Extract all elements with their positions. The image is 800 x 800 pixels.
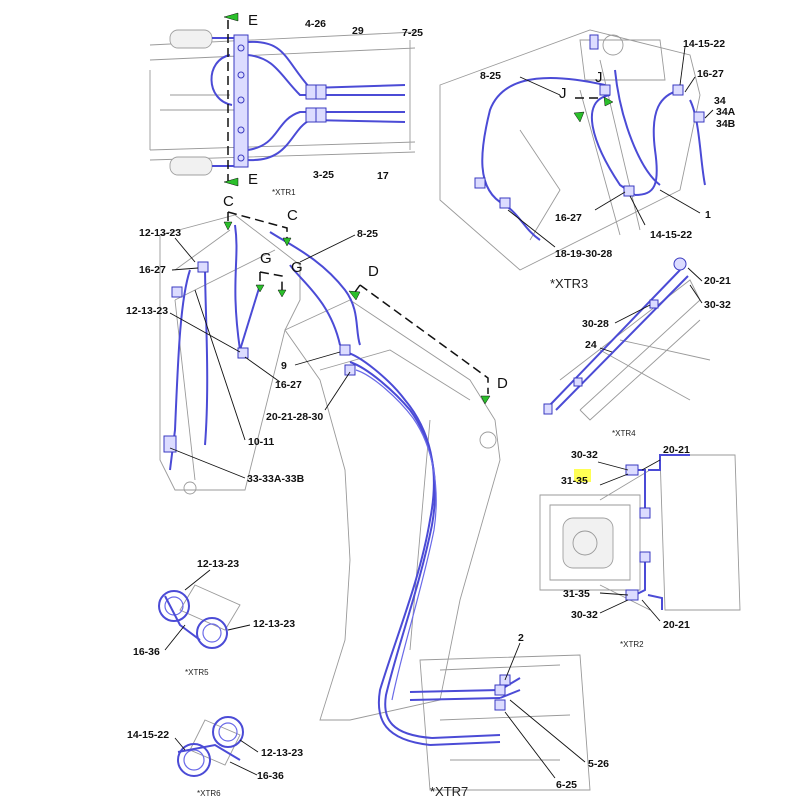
pivot-fitting-lower-b xyxy=(177,743,211,777)
callout-1: 1 xyxy=(705,209,711,221)
callout-8-25-boom: 8-25 xyxy=(357,228,378,240)
callout-4-26: 4-26 xyxy=(305,18,326,30)
section-arrow-e-bottom xyxy=(223,177,239,187)
view-xtr2: *XTR2 xyxy=(539,454,741,649)
fitting-31-35-top xyxy=(625,464,639,476)
callout-8-25-xtr3: 8-25 xyxy=(480,70,501,82)
callout-12-13-23-boom-mid: 12-13-23 xyxy=(126,305,168,317)
stick-end-outline xyxy=(419,654,591,791)
callout-18-19-30-28: 18-19-30-28 xyxy=(555,248,612,260)
hose-24 xyxy=(549,269,689,411)
pivot-fitting-lower xyxy=(196,617,228,649)
hose-10-11 xyxy=(169,269,191,471)
callout-24: 24 xyxy=(585,339,597,351)
callout-14-15-22-xtr6: 14-15-22 xyxy=(127,729,169,741)
callout-34: 34 xyxy=(714,95,726,107)
section-label-g-right: G xyxy=(291,259,303,276)
callout-3-25: 3-25 xyxy=(313,169,334,181)
callout-16-27-xtr3-top: 16-27 xyxy=(697,68,724,80)
callout-33-33a-33b: 33-33A-33B xyxy=(247,473,305,485)
view-label-xtr1: *XTR1 xyxy=(272,188,296,197)
hose-3-25 xyxy=(247,118,406,162)
callout-17: 17 xyxy=(377,170,389,182)
callout-30-32-xtr2-top: 30-32 xyxy=(571,449,598,461)
callout-14-15-22-xtr3-top: 14-15-22 xyxy=(683,38,725,50)
section-label-e-bottom: E xyxy=(248,171,258,188)
cylinder-end-bottom xyxy=(169,156,213,176)
view-xtr5: *XTR5 xyxy=(158,569,251,677)
callout-20-21-xtr4: 20-21 xyxy=(704,275,731,287)
callout-31-35-highlighted: 31-35 xyxy=(561,475,588,487)
view-label-xtr7: *XTR7 xyxy=(430,784,468,799)
section-arrow-e-top xyxy=(223,12,239,22)
pivot-fitting-upper-b xyxy=(212,716,244,748)
callout-30-28: 30-28 xyxy=(582,318,609,330)
callout-12-13-23-xtr6: 12-13-23 xyxy=(261,747,303,759)
view-label-xtr3: *XTR3 xyxy=(550,276,588,291)
section-arrow-c-left xyxy=(223,221,233,231)
hose-8-25 xyxy=(481,76,606,241)
section-arrow-c-right xyxy=(282,237,292,247)
view-xtr7: C C G G D D *XTR7 xyxy=(159,193,591,799)
callout-34b: 34B xyxy=(716,118,736,130)
callout-6-25: 6-25 xyxy=(556,779,577,791)
view-xtr3: J J *XTR3 xyxy=(439,29,714,291)
callout-5-26: 5-26 xyxy=(588,758,609,770)
callout-31-35-xtr2-bottom: 31-35 xyxy=(563,588,590,600)
callout-10-11: 10-11 xyxy=(248,436,274,448)
section-label-j-left: J xyxy=(559,85,567,102)
section-label-d-bottom: D xyxy=(497,375,508,392)
callout-20-21-28-30: 20-21-28-30 xyxy=(266,411,323,423)
boom-outline xyxy=(284,299,501,721)
section-label-j-right: J xyxy=(595,69,603,86)
callout-7-25: 7-25 xyxy=(402,27,423,39)
section-label-c-left: C xyxy=(223,193,234,210)
callout-2: 2 xyxy=(518,632,524,644)
section-arrow-d-top xyxy=(348,290,361,301)
section-arrow-j-left xyxy=(573,111,585,123)
view-label-xtr5: *XTR5 xyxy=(185,668,209,677)
view-label-xtr4: *XTR4 xyxy=(612,429,636,438)
section-label-g-left: G xyxy=(260,250,272,267)
callout-16-36-xtr5: 16-36 xyxy=(133,646,160,658)
view-label-xtr2: *XTR2 xyxy=(620,640,644,649)
callout-20-21-xtr2-bottom: 20-21 xyxy=(663,619,690,631)
section-label-d-top: D xyxy=(368,263,379,280)
callout-16-27-boom-mid: 16-27 xyxy=(275,379,302,391)
hose-main-run-b xyxy=(349,361,437,739)
callout-16-36-xtr6: 16-36 xyxy=(257,770,284,782)
hose-main-run-a xyxy=(344,351,435,746)
view-xtr4: *XTR4 xyxy=(543,257,711,438)
section-arrow-g-left xyxy=(255,284,265,293)
view-xtr1: E E *XTR1 xyxy=(149,12,416,197)
callout-34a: 34A xyxy=(716,106,736,118)
callout-12-13-23-boom-top: 12-13-23 xyxy=(139,227,181,239)
callout-12-13-23-xtr5-top: 12-13-23 xyxy=(197,558,239,570)
callout-14-15-22-xtr3-bottom: 14-15-22 xyxy=(650,229,692,241)
view-xtr6: *XTR6 xyxy=(174,716,259,798)
callout-30-32-xtr4: 30-32 xyxy=(704,299,731,311)
callout-16-27-xtr3-bottom: 16-27 xyxy=(555,212,582,224)
callout-30-32-xtr2-bottom: 30-32 xyxy=(571,609,598,621)
callout-12-13-23-xtr5-right: 12-13-23 xyxy=(253,618,295,630)
section-label-c-right: C xyxy=(287,207,298,224)
callout-20-21-xtr2-top: 20-21 xyxy=(663,444,690,456)
view-label-xtr6: *XTR6 xyxy=(197,789,221,798)
pivot-fitting-upper xyxy=(158,590,190,622)
highlight-31-35 xyxy=(574,469,591,482)
callout-29: 29 xyxy=(352,25,364,37)
callout-9: 9 xyxy=(281,360,287,372)
callout-labels: 4-26 29 7-25 3-25 17 8-25 14-15-22 16-27… xyxy=(126,18,736,791)
section-arrow-d-bottom xyxy=(480,395,491,405)
section-label-e-top: E xyxy=(248,12,258,29)
section-arrow-g-right xyxy=(277,289,287,298)
callout-16-27-boom-top: 16-27 xyxy=(139,264,166,276)
section-arrow-j-right xyxy=(603,96,614,107)
cylinder-end-top xyxy=(169,29,213,49)
